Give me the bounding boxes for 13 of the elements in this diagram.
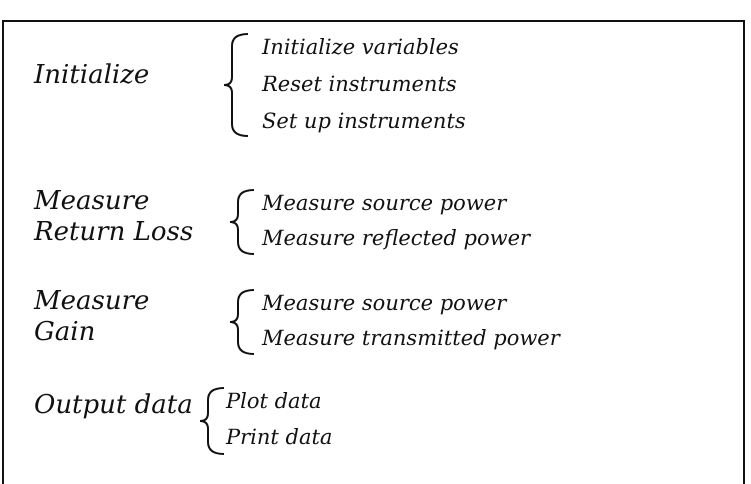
step-item: Set up instruments: [262, 108, 466, 135]
step-item: Measure reflected power: [262, 225, 530, 252]
step-item: Initialize variables: [262, 34, 459, 61]
step-item: Measure source power: [262, 290, 506, 317]
step-item: Measure source power: [262, 190, 506, 217]
step-heading: Output data: [34, 390, 193, 421]
step-item: Measure transmitted power: [262, 325, 560, 352]
step-item: Reset instruments: [262, 71, 457, 98]
step-item: Print data: [226, 424, 332, 451]
step-item: Plot data: [226, 388, 322, 415]
step-heading: Initialize: [34, 60, 150, 91]
step-heading: Measure Gain: [34, 286, 150, 348]
step-heading: Measure Return Loss: [34, 186, 194, 248]
